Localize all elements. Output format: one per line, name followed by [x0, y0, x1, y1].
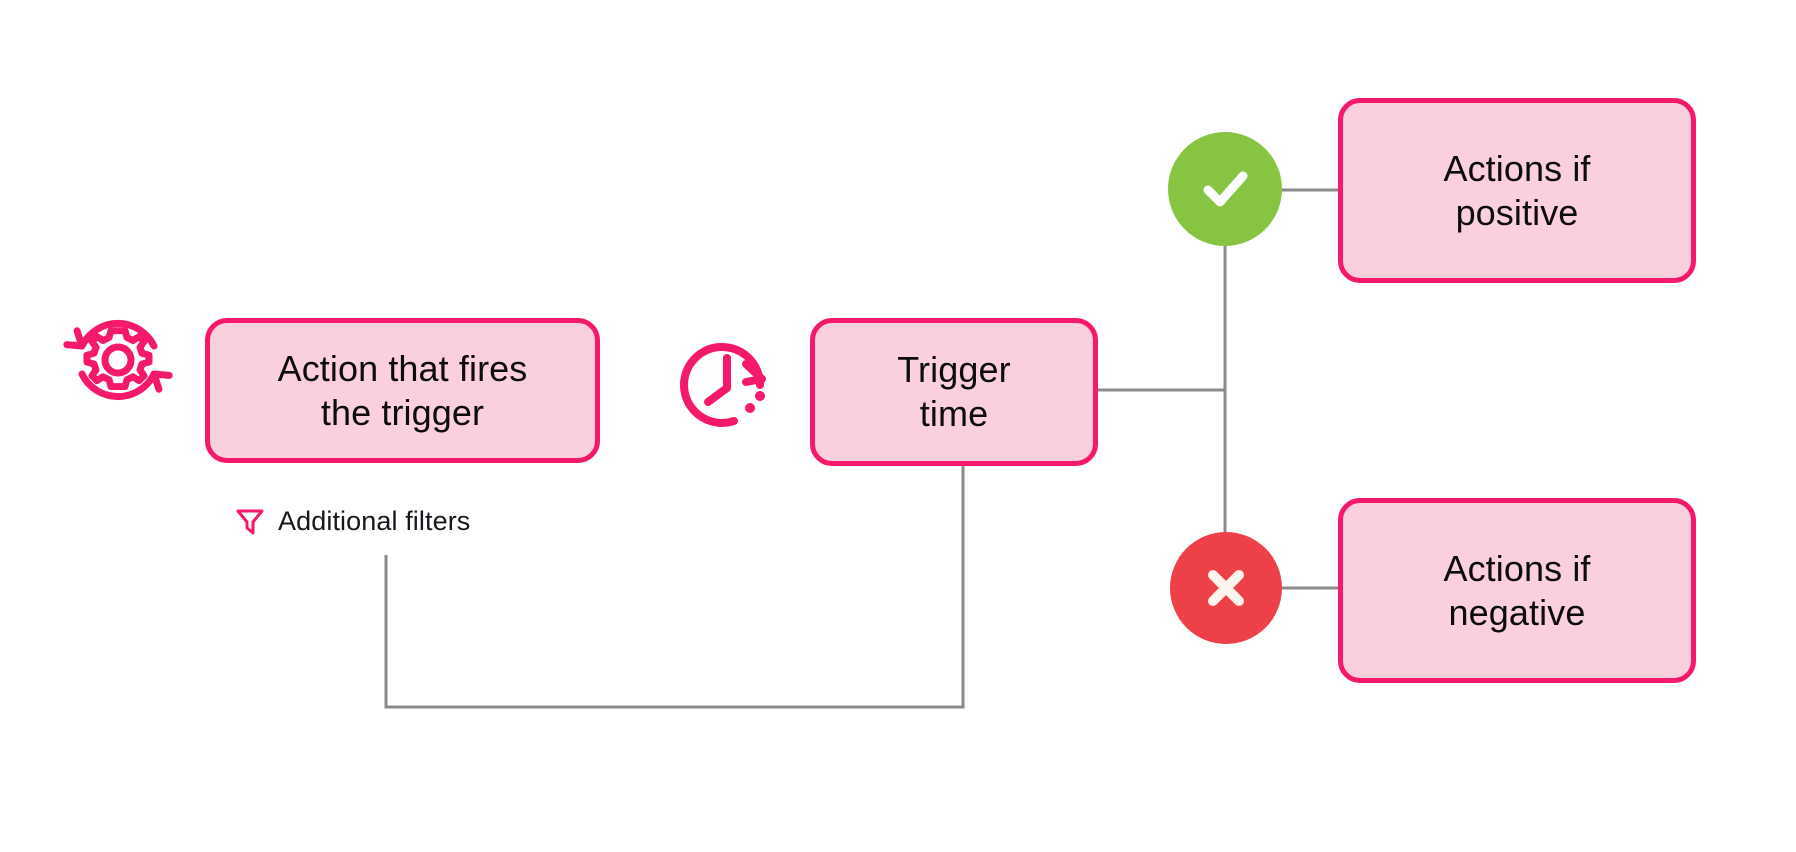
- node-label: Trigger time: [897, 349, 1011, 434]
- clock-arrow-icon: [680, 342, 766, 427]
- node-actions-if-positive[interactable]: Actions if positive: [1338, 98, 1696, 283]
- check-icon: [1203, 171, 1248, 207]
- additional-filters-row[interactable]: Additional filters: [234, 505, 470, 537]
- wire-feedback-loop: [384, 466, 965, 709]
- node-trigger-time[interactable]: Trigger time: [810, 318, 1098, 466]
- negative-badge[interactable]: [1170, 532, 1282, 644]
- positive-badge[interactable]: [1168, 132, 1282, 246]
- node-action-fires-trigger[interactable]: Action that fires the trigger: [205, 318, 600, 463]
- sync-gear-icon: [63, 320, 173, 400]
- close-icon: [1208, 570, 1244, 606]
- node-label: Action that fires the trigger: [277, 347, 528, 433]
- funnel-icon: [236, 509, 264, 535]
- additional-filters-label: Additional filters: [278, 505, 471, 536]
- node-label: Actions if negative: [1443, 547, 1591, 633]
- node-label: Actions if positive: [1443, 147, 1591, 233]
- node-actions-if-negative[interactable]: Actions if negative: [1338, 498, 1696, 683]
